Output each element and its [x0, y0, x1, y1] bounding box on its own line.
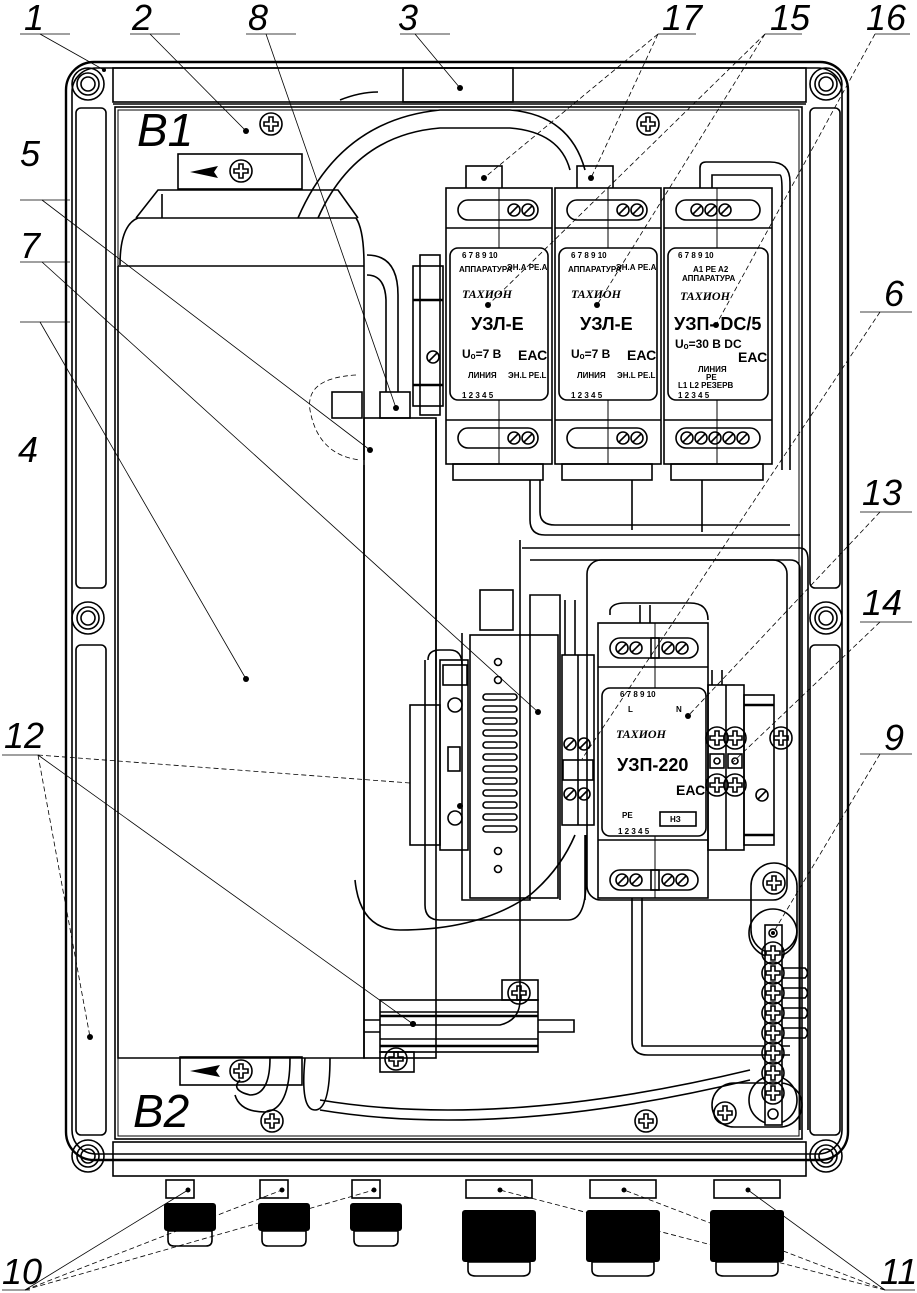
callout-3: 3 [398, 0, 418, 38]
cable-gland-small [258, 1179, 310, 1247]
brand-logo: ТАХИОН [616, 727, 667, 741]
corner-screw-icon [71, 601, 105, 635]
device-model: УЗП-220 [617, 755, 688, 775]
mounting-screw-icon [260, 1109, 284, 1133]
callout-1: 1 [24, 0, 44, 38]
terminal-blocks [705, 670, 793, 851]
cert-mark: ЕАС [627, 347, 656, 363]
power-module [331, 391, 437, 1059]
cable-bundle [297, 91, 586, 700]
corner-screw-icon [71, 67, 105, 101]
cert-mark: ЕАС [738, 349, 767, 365]
pin-numbers-top: 6 7 8 9 10 [571, 251, 607, 260]
mounting-screw-icon [259, 112, 283, 136]
cable-gland-large [586, 1179, 660, 1277]
pin-labels: НЗ [670, 815, 681, 824]
battery-housing [117, 153, 365, 1086]
group-label: ЛИНИЯ [577, 371, 606, 380]
pin-labels: ЭН.L РЕ.L [508, 371, 547, 380]
leader-lines [2, 33, 915, 1291]
ground-bus [711, 862, 809, 1128]
callout-6: 6 [884, 273, 905, 314]
surge-module-uzp220: 6 7 8 9 10 L N ТАХИОН УЗП-220 ЕАС PE НЗ … [597, 602, 790, 1056]
device-voltage: Uₒ=7 В [571, 347, 611, 361]
cable-gland-small [164, 1179, 216, 1247]
pin-labels: L [628, 705, 633, 714]
pin-labels: ЭН.А РЕ.А [616, 263, 657, 272]
device-model: УЗЛ-Е [471, 314, 524, 334]
callout-13: 13 [862, 472, 902, 513]
pin-numbers-bottom: 1 2 3 4 5 [618, 827, 650, 836]
device-voltage: Uₒ=30 В DC [675, 337, 742, 351]
label-plate [402, 67, 514, 103]
pin-numbers-top: 6 7 8 9 10 [620, 690, 656, 699]
corner-screw-icon [809, 1139, 843, 1173]
group-label: АППАРАТУРА [568, 265, 621, 274]
callout-8: 8 [248, 0, 268, 38]
brand-logo: ТАХИОН [680, 289, 731, 303]
pin-numbers-bottom: 1 2 3 4 5 [571, 391, 603, 400]
callout-16: 16 [866, 0, 907, 38]
zone-label-b2: B2 [133, 1085, 189, 1137]
cert-mark: ЕАС [676, 782, 705, 798]
pin-labels: N [676, 705, 682, 714]
cable-loop [234, 1057, 751, 1121]
cert-mark: ЕАС [518, 347, 547, 363]
mounting-screw-icon [636, 112, 660, 136]
brand-logo: ТАХИОН [462, 287, 513, 301]
group-label: ЛИНИЯ [698, 365, 727, 374]
callout-15: 15 [770, 0, 811, 38]
callout-2: 2 [131, 0, 152, 38]
callout-7: 7 [20, 225, 42, 266]
zone-label-b1: B1 [137, 104, 193, 156]
pin-numbers-bottom: 1 2 3 4 5 [462, 391, 494, 400]
mounting-screw-icon [634, 1109, 658, 1133]
callout-17: 17 [662, 0, 704, 38]
power-supply-unit [354, 589, 595, 931]
cable-gland-large [462, 1179, 536, 1277]
callout-5: 5 [20, 133, 41, 174]
device-model: УЗЛ-Е [580, 314, 633, 334]
group-label: АППАРАТУРА [682, 274, 735, 283]
heater-resistor [364, 979, 575, 1073]
callout-14: 14 [862, 582, 902, 623]
pin-numbers-bottom: 1 2 3 4 5 [678, 391, 710, 400]
callout-12: 12 [4, 715, 44, 756]
pin-labels: L1 L2 РЕЗЕРВ [678, 381, 733, 390]
cable-gland-large [710, 1179, 784, 1277]
vent-slots [482, 693, 518, 833]
callout-11: 11 [880, 1251, 917, 1292]
din-rail [412, 254, 444, 416]
callout-10: 10 [2, 1251, 42, 1292]
cable-gland-small [350, 1179, 402, 1247]
surge-module-uzl-1: 6 7 8 9 10 АППАРАТУРА ЭН.А РЕ.А ТАХИОН У… [445, 165, 553, 481]
device-voltage: Uₒ=7 В [462, 347, 502, 361]
brand-logo: ТАХИОН [571, 287, 622, 301]
corner-screw-icon [809, 601, 843, 635]
corner-screw-icon [71, 1139, 105, 1173]
pin-labels: A1 PE A2 [693, 265, 729, 274]
pin-labels: PE [706, 373, 717, 382]
callout-9: 9 [884, 717, 904, 758]
pin-numbers-top: 6 7 8 9 10 [462, 251, 498, 260]
group-label: АППАРАТУРА [459, 265, 512, 274]
pin-labels: ЭН.L РЕ.L [617, 371, 656, 380]
surge-module-uzl-2: 6 7 8 9 10 АППАРАТУРА ЭН.А РЕ.А ТАХИОН У… [554, 165, 662, 481]
corner-screw-icon [809, 67, 843, 101]
group-label: ЛИНИЯ [468, 371, 497, 380]
pin-labels: PE [622, 811, 633, 820]
pin-numbers-top: 6 7 8 9 10 [678, 251, 714, 260]
surge-module-dc5: 6 7 8 9 10 A1 PE A2 АППАРАТУРА ТАХИОН УЗ… [663, 161, 791, 481]
pin-labels: ЭН.А РЕ.А [507, 263, 548, 272]
callout-4: 4 [18, 429, 38, 470]
